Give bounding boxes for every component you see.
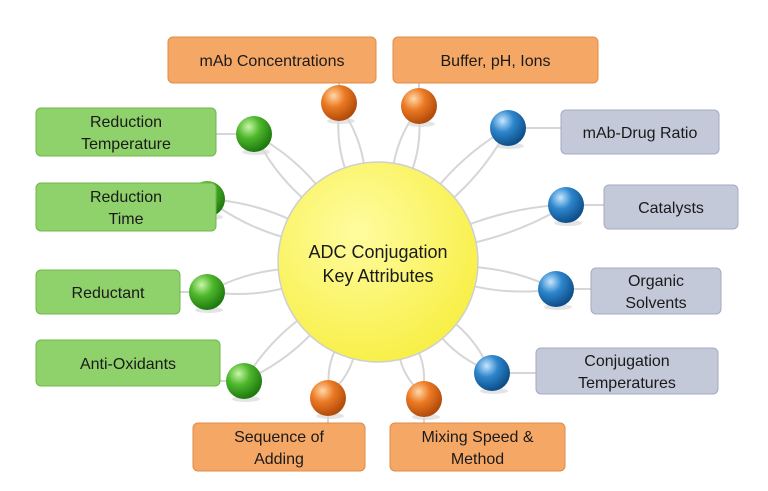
attribute-label-mab-drug-ratio-0: mAb-Drug Ratio xyxy=(583,125,698,142)
attribute-box-reductant: Reductant xyxy=(35,269,181,315)
attribute-label-reduction-temperature-0: Reduction xyxy=(90,114,162,131)
center-title-line-1: ADC Conjugation xyxy=(308,242,447,262)
spoke-line-reduction-time-1 xyxy=(217,198,296,223)
spoke-line-organic-solvents-1 xyxy=(467,283,546,293)
attribute-boxes: ReductionTemperatureReductionTimeReducta… xyxy=(35,36,739,472)
attribute-box-bg-conjugation-temperatures xyxy=(535,347,719,395)
attribute-box-buffer-ph-ions: Buffer, pH, Ions xyxy=(392,36,599,84)
connector-ball-mab-drug-ratio xyxy=(490,110,526,146)
connector-ball-conjugation-temperatures xyxy=(474,355,510,391)
attribute-box-bg-catalysts xyxy=(603,184,739,230)
attribute-box-bg-mab-drug-ratio xyxy=(560,109,720,155)
connector-ball-catalysts xyxy=(548,187,584,223)
attribute-box-bg-reduction-time xyxy=(35,182,217,232)
connector-ball-buffer-ph-ions xyxy=(401,88,437,124)
attribute-label-organic-solvents-0: Organic xyxy=(628,273,684,290)
attribute-label-organic-solvents-1: Solvents xyxy=(625,295,686,312)
spoke-line-conjugation-temperatures-1 xyxy=(436,331,484,369)
spoke-line-conjugation-temperatures-0 xyxy=(449,318,488,365)
connector-ball-reduction-temperature xyxy=(236,116,272,152)
attribute-label-mixing-speed-method-1: Method xyxy=(451,451,504,468)
attribute-label-sequence-of-adding-0: Sequence of xyxy=(234,429,324,446)
attribute-box-bg-mab-concentrations xyxy=(167,36,377,84)
spoke-line-reductant-0 xyxy=(217,285,290,295)
spoke-line-mab-drug-ratio-1 xyxy=(447,136,504,203)
attribute-label-mab-concentrations-0: mAb Concentrations xyxy=(200,53,345,70)
attribute-box-catalysts: Catalysts xyxy=(603,184,739,230)
center-title-line-2: Key Attributes xyxy=(322,266,433,286)
attribute-box-bg-sequence-of-adding xyxy=(192,422,366,472)
spoke-line-catalysts-0 xyxy=(463,204,556,228)
attribute-box-mixing-speed-method: Mixing Speed & Method xyxy=(389,422,566,472)
connector-ball-reductant xyxy=(189,274,225,310)
connector-ball-mixing-speed-method xyxy=(406,381,442,417)
attribute-box-bg-reduction-temperature xyxy=(35,107,217,157)
attribute-label-catalysts-0: Catalysts xyxy=(638,200,704,217)
attribute-box-mab-drug-ratio: mAb-Drug Ratio xyxy=(560,109,720,155)
attribute-box-bg-organic-solvents xyxy=(590,267,722,315)
attribute-label-mixing-speed-method-0: Mixing Speed & xyxy=(421,429,533,446)
attribute-box-mab-concentrations: mAb Concentrations xyxy=(167,36,377,84)
connector-ball-mab-concentrations xyxy=(321,85,357,121)
spoke-line-catalysts-1 xyxy=(468,209,558,245)
attribute-label-buffer-ph-ions-0: Buffer, pH, Ions xyxy=(441,53,551,70)
attribute-label-reduction-temperature-1: Temperature xyxy=(81,136,171,153)
spoke-line-anti-oxidants-0 xyxy=(252,329,316,378)
attribute-box-bg-buffer-ph-ions xyxy=(392,36,599,84)
attribute-box-bg-mixing-speed-method xyxy=(389,422,566,472)
connector-ball-sequence-of-adding xyxy=(310,380,346,416)
attribute-label-reduction-time-0: Reduction xyxy=(90,189,162,206)
connector-ball-anti-oxidants xyxy=(226,363,262,399)
attribute-box-bg-anti-oxidants xyxy=(35,339,221,387)
attribute-label-anti-oxidants-0: Anti-Oxidants xyxy=(80,356,176,373)
spoke-line-reduction-time-0 xyxy=(214,204,289,240)
attribute-label-sequence-of-adding-1: Adding xyxy=(254,451,304,468)
attribute-box-anti-oxidants: Anti-Oxidants xyxy=(35,339,221,387)
attribute-label-reduction-time-1: Time xyxy=(109,211,144,228)
attribute-label-reductant-0: Reductant xyxy=(72,285,145,302)
attribute-box-bg-reductant xyxy=(35,269,181,315)
attribute-box-sequence-of-adding: Sequence of Adding xyxy=(192,422,366,472)
spoke-line-mab-drug-ratio-0 xyxy=(434,132,500,191)
spoke-line-reductant-1 xyxy=(215,268,286,289)
attribute-label-conjugation-temperatures-0: Conjugation xyxy=(584,353,669,370)
connector-ball-organic-solvents xyxy=(538,271,574,307)
center-circle xyxy=(277,161,479,363)
spoke-line-organic-solvents-0 xyxy=(470,265,547,286)
attribute-label-conjugation-temperatures-1: Temperatures xyxy=(578,375,676,392)
